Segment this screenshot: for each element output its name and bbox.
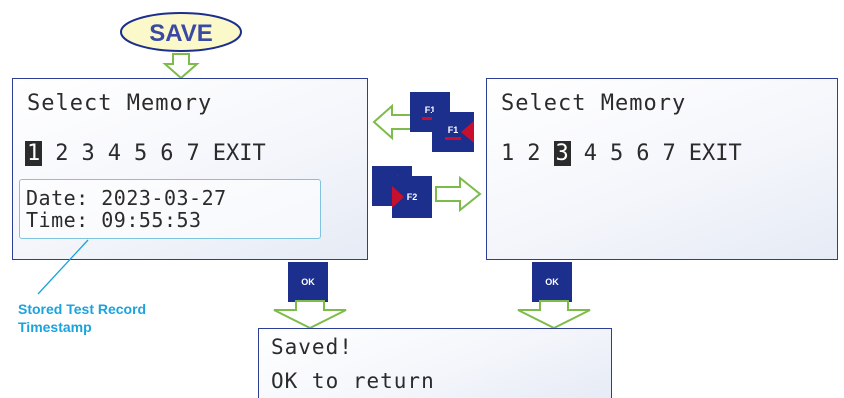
save-bubble: SAVE: [120, 12, 242, 52]
right-screen: Select Memory 1 2 3 4 5 6 7 EXIT: [486, 78, 838, 260]
ok-label-left: OK: [301, 277, 315, 287]
callout-text: Stored Test Record Timestamp: [18, 300, 146, 336]
slot-7[interactable]: 7: [186, 141, 200, 166]
right-slot-row: 1 2 3 4 5 6 7 EXIT: [501, 141, 742, 166]
ok-key-left[interactable]: OK: [288, 262, 328, 302]
slot-exit[interactable]: EXIT: [688, 141, 742, 166]
saved-screen: Saved! OK to return: [258, 328, 612, 398]
slot-5[interactable]: 5: [610, 141, 624, 166]
slot-1[interactable]: 1: [501, 141, 515, 166]
f1-red-arrow-icon: [461, 121, 474, 143]
slot-3-selected[interactable]: 3: [553, 141, 571, 166]
ok-key-right[interactable]: OK: [532, 262, 572, 302]
arrow-ok-right-down: [517, 300, 591, 330]
arrow-ok-left-down: [273, 300, 347, 330]
f1-label-back: F1: [424, 104, 436, 115]
slot-2[interactable]: 2: [55, 141, 69, 166]
slot-3[interactable]: 3: [81, 141, 95, 166]
f1-label: F1: [447, 124, 459, 135]
slot-exit[interactable]: EXIT: [212, 141, 266, 166]
left-screen: Select Memory 1 2 3 4 5 6 7 EXIT Date: 2…: [12, 78, 368, 260]
slot-4[interactable]: 4: [583, 141, 597, 166]
arrow-save-to-memory: [162, 53, 200, 80]
saved-line-2: OK to return: [271, 369, 435, 393]
left-slot-row: 1 2 3 4 5 6 7 EXIT: [25, 141, 266, 166]
callout-line: [37, 239, 89, 295]
left-screen-title: Select Memory: [27, 91, 213, 116]
saved-line-1: Saved!: [271, 335, 353, 359]
slot-6[interactable]: 6: [160, 141, 174, 166]
slot-4[interactable]: 4: [107, 141, 121, 166]
arrow-f2-right: [435, 175, 482, 213]
callout-line-1: Stored Test Record: [18, 301, 147, 317]
save-label: SAVE: [149, 20, 213, 47]
ok-label-right: OK: [545, 277, 559, 287]
slot-2[interactable]: 2: [527, 141, 541, 166]
slot-7[interactable]: 7: [662, 141, 676, 166]
time-line: Time: 09:55:53: [26, 208, 202, 232]
f2-red-arrow-icon: [392, 186, 404, 208]
f2-label: F2: [406, 192, 418, 202]
slot-1-selected[interactable]: 1: [25, 141, 43, 166]
date-line: Date: 2023-03-27: [26, 186, 227, 210]
slot-6[interactable]: 6: [636, 141, 650, 166]
callout-line-2: Timestamp: [18, 319, 92, 335]
timestamp-box: Date: 2023-03-27 Time: 09:55:53: [19, 179, 321, 239]
right-screen-title: Select Memory: [501, 91, 687, 116]
slot-5[interactable]: 5: [134, 141, 148, 166]
